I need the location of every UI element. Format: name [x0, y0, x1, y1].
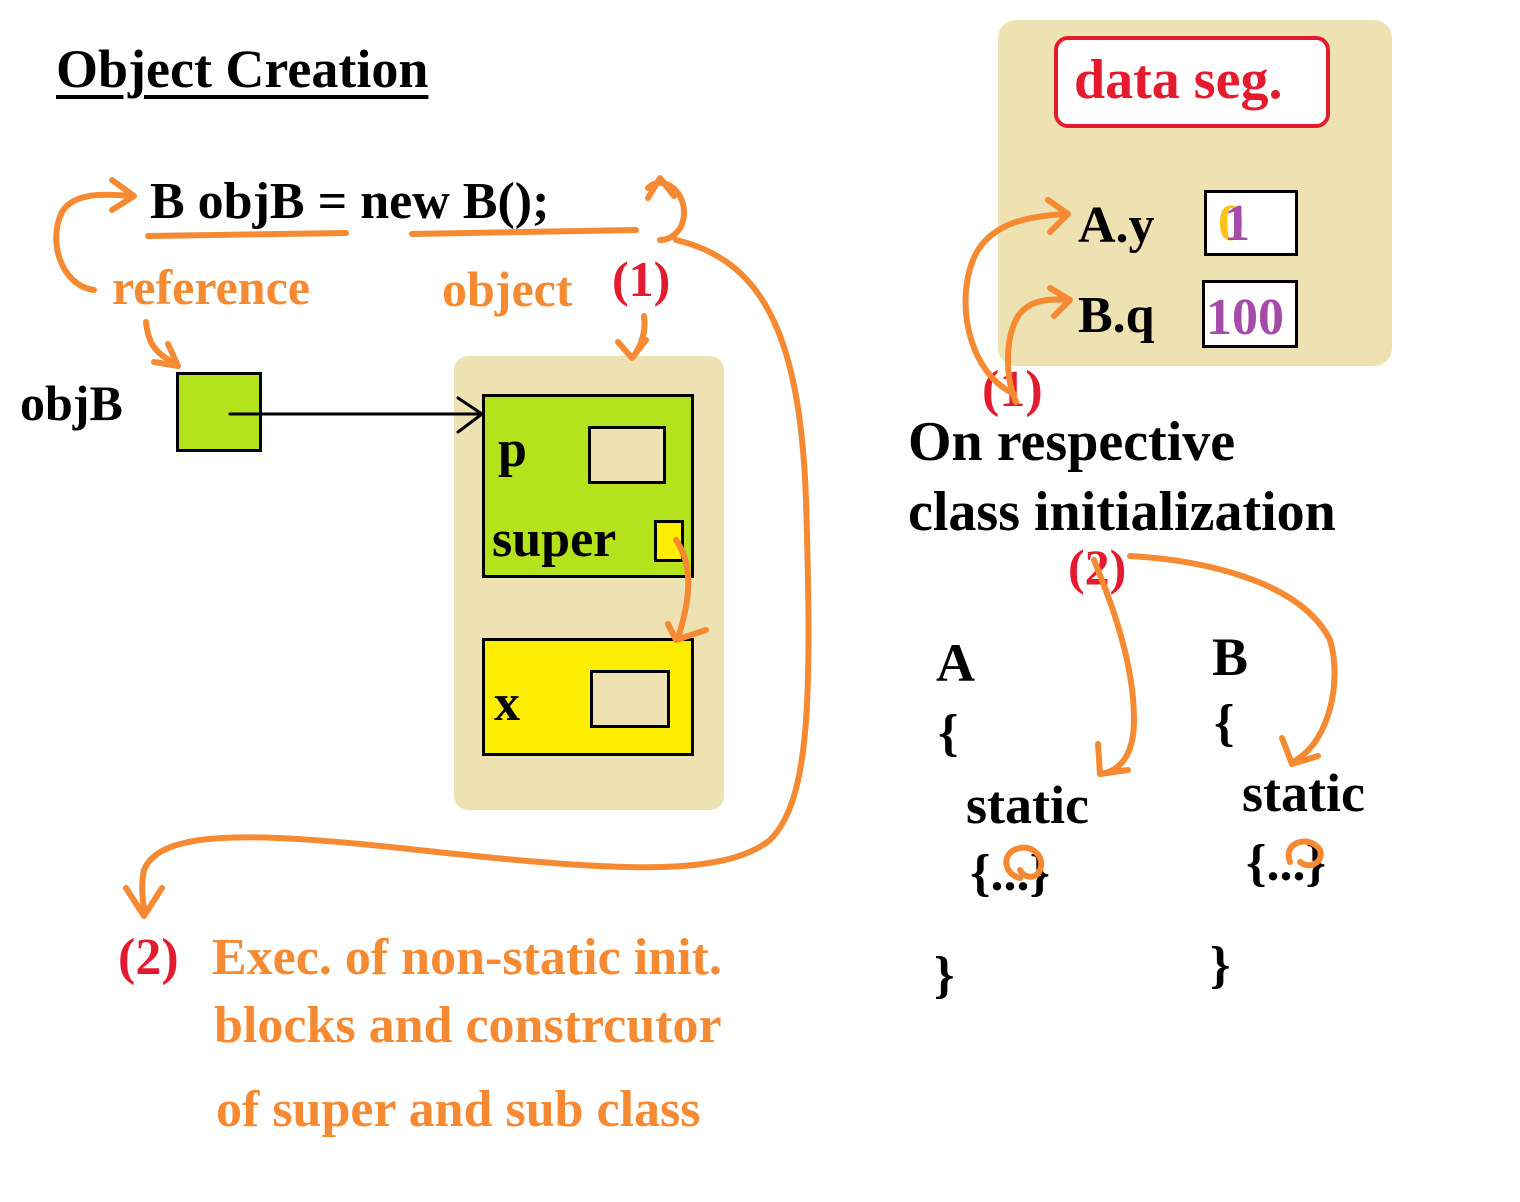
new-hook-head: [645, 175, 677, 201]
data-segment-header-box: [1054, 36, 1330, 128]
class-a-block-loop: [1003, 844, 1045, 881]
field-super-label: super: [492, 511, 617, 568]
class-a-close-brace: }: [934, 947, 955, 1004]
class-a-static-arrow: [1091, 557, 1137, 777]
class-b-static-arrow: [1127, 553, 1338, 763]
field-x-slot: [590, 670, 670, 728]
exec-line-2: blocks and constrcutor: [214, 997, 722, 1054]
variable-name: objB: [20, 375, 123, 431]
a-y-value: 1: [1224, 195, 1250, 252]
class-b-name: B: [1212, 627, 1249, 687]
reference-label: reference: [112, 259, 310, 315]
class-init-line-1: On respective: [908, 411, 1236, 473]
data-segment-header: data seg.: [1074, 49, 1283, 111]
diagram-title: Object Creation: [56, 39, 429, 99]
code-statement: B objB = new B();: [150, 176, 549, 228]
exec-line-1: Exec. of non-static init.: [212, 929, 722, 986]
class-b-block-loop: [1285, 838, 1324, 869]
class-a-static-head: [1095, 741, 1131, 777]
b-q-init-arrow: [1005, 296, 1071, 405]
object-underline: [409, 227, 639, 237]
exec-line-3: of super and sub class: [216, 1081, 701, 1138]
step1-object-label: (1): [612, 251, 671, 307]
a-y-init-head: [1045, 197, 1071, 235]
field-p-label: p: [498, 421, 527, 478]
object-label: object: [442, 261, 573, 317]
reference-curl-head: [109, 177, 137, 213]
class-a-open-brace: {: [938, 705, 959, 762]
b-q-init-head: [1047, 285, 1073, 319]
class-a-static-keyword: static: [966, 775, 1089, 835]
reference-curl-arrow: [53, 191, 135, 293]
code-assign: =: [304, 173, 361, 230]
static-field-a-y-slot: [1204, 190, 1298, 256]
code-reference-part: B objB: [150, 173, 305, 230]
class-b-open-brace: {: [1214, 695, 1235, 752]
super-pointer-slot: [654, 520, 684, 562]
static-field-a-y-name: A.y: [1078, 197, 1155, 254]
reference-box: [176, 372, 262, 452]
field-x-label: x: [494, 675, 520, 732]
class-init-line-2: class initialization: [908, 481, 1336, 543]
b-q-value: 100: [1206, 289, 1284, 346]
step2-left-label: (2): [118, 929, 179, 986]
object-down-head: [615, 337, 649, 361]
a-y-old-value: 0: [1218, 195, 1244, 252]
code-object-part: new B();: [360, 173, 550, 230]
reference-pointer-arrowhead: [456, 396, 484, 434]
super-pointer-head: [665, 621, 709, 643]
field-p-slot: [588, 426, 666, 484]
big-loop-arrow: [139, 237, 812, 917]
super-pointer-arrow: [673, 537, 692, 641]
reference-down-arrow: [143, 319, 179, 367]
reference-underline: [145, 230, 349, 239]
a-y-init-arrow: [962, 211, 1069, 397]
static-field-b-q-slot: [1202, 280, 1298, 348]
big-loop-head: [123, 885, 165, 919]
class-b-static-keyword: static: [1242, 763, 1365, 823]
subclass-part-box: [482, 394, 694, 578]
reference-down-head: [151, 341, 181, 369]
class-b-close-brace: }: [1210, 937, 1231, 994]
static-field-b-q-name: B.q: [1078, 287, 1155, 344]
class-a-name: A: [936, 633, 975, 693]
class-b-static-head: [1279, 735, 1321, 767]
